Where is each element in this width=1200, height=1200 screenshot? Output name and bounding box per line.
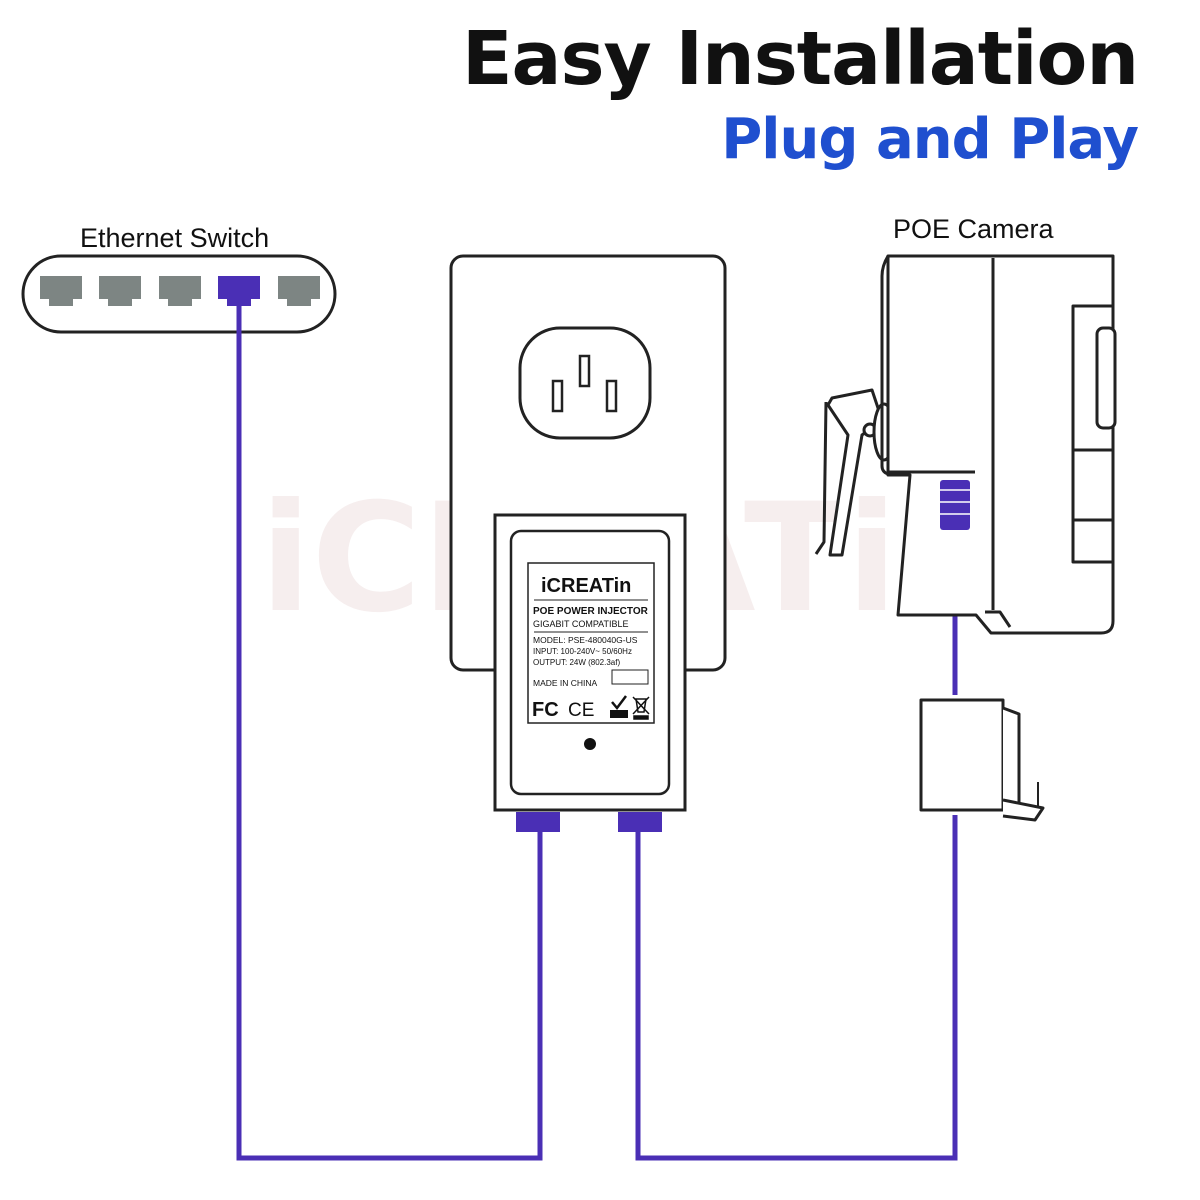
power-outlet-icon [518,326,652,440]
injector-brand: iCREATin [541,575,631,597]
rohs-icon [610,695,628,718]
ethernet-port-icon [40,276,82,306]
injector-model: MODEL: PSE-480040G-US [533,635,638,645]
ethernet-port-icon [278,276,320,306]
ethernet-port-icon [159,276,201,306]
injector-origin: MADE IN CHINA [533,678,598,688]
injector-line2: GIGABIT COMPATIBLE [533,619,629,629]
waterproof-coupler-icon [919,698,1045,822]
page-title: Easy Installation [461,16,1139,102]
poe-camera-label: POE Camera [893,214,1054,244]
injector-poe-out-port [618,812,662,832]
cable-switch-to-injector [236,306,543,1161]
page-subtitle: Plug and Play [721,107,1139,172]
ethernet-port-icon [99,276,141,306]
ethernet-switch [21,254,337,334]
injector-line1: POE POWER INJECTOR [533,606,649,617]
weee-bin-icon [632,696,650,720]
ethernet-switch-label: Ethernet Switch [80,223,270,253]
ce-mark: CE [568,700,594,721]
rj45-connector-icon [940,480,970,530]
ethernet-port-active-icon [218,276,260,306]
poe-camera-icon [814,254,1117,635]
injector-output: OUTPUT: 24W (802.3af) [533,658,620,667]
poe-injector-icon [493,513,687,832]
injector-data-in-port [516,812,560,832]
fcc-mark: FC [532,699,559,721]
injector-input: INPUT: 100-240V~ 50/60Hz [533,647,632,656]
